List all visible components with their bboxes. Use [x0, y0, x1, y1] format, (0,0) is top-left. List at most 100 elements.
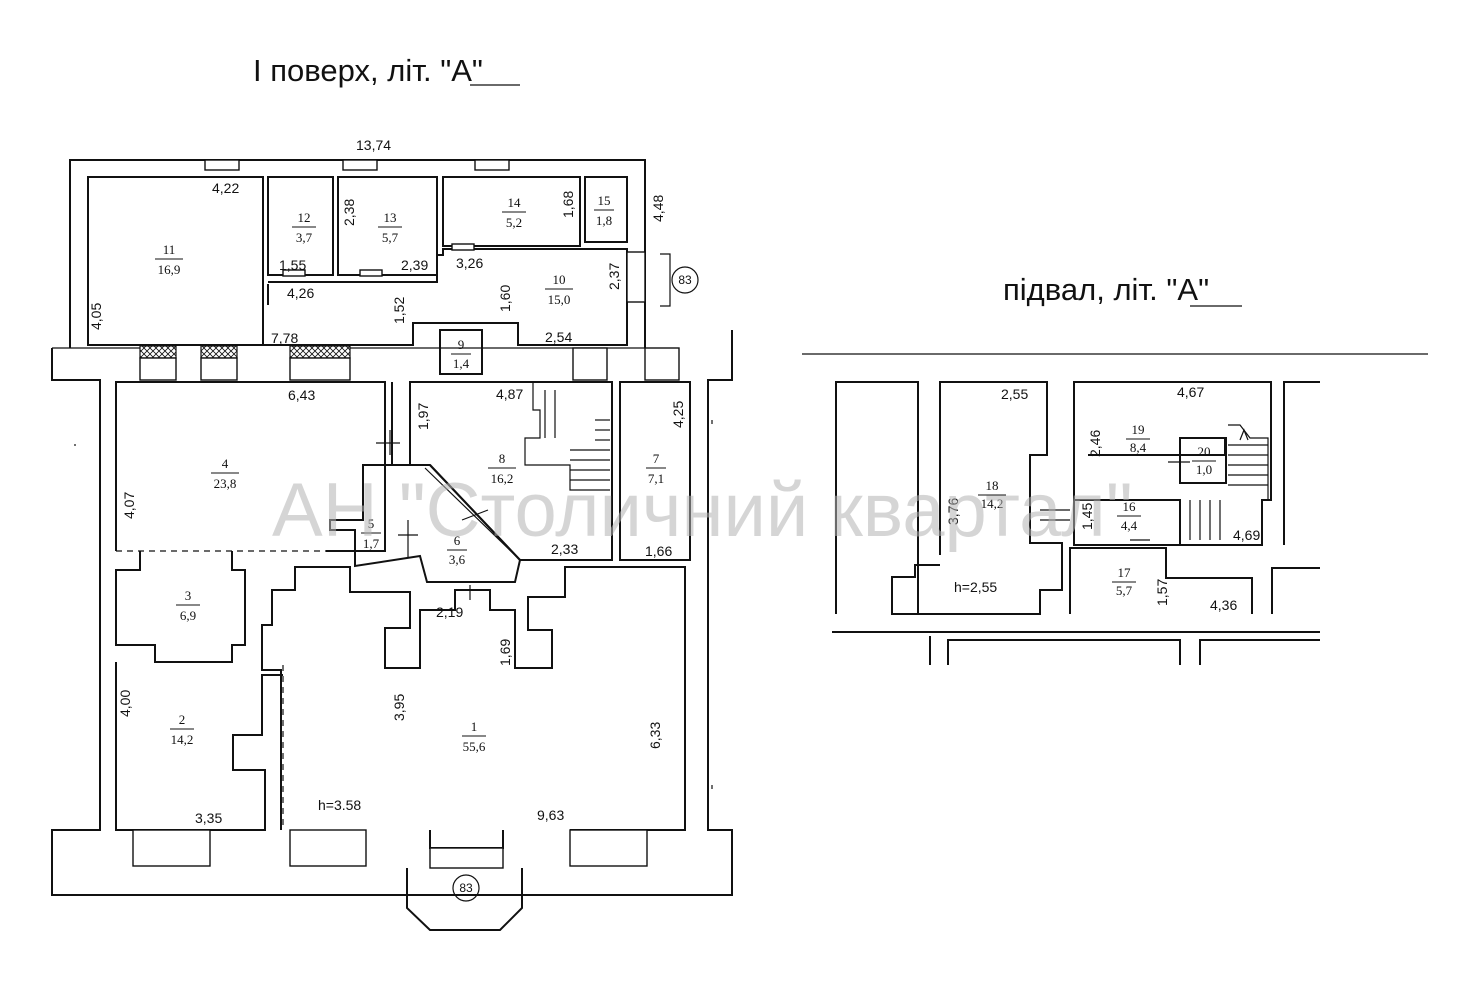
window — [644, 347, 680, 381]
side-door — [626, 251, 646, 303]
svg-text:19: 19 — [1132, 422, 1145, 437]
door — [451, 243, 475, 251]
dim-label: 1,69 — [497, 639, 513, 666]
room-label-13: 135,7 — [378, 210, 402, 245]
window — [342, 159, 378, 171]
entrance-number: 83 — [459, 881, 473, 895]
svg-text:17: 17 — [1118, 565, 1132, 580]
dim-label: 1,60 — [497, 285, 513, 312]
room-label-4: 423,8 — [211, 456, 239, 491]
porch — [406, 868, 523, 931]
room-label-2: 214,2 — [170, 712, 194, 747]
dim-label: 2,37 — [606, 263, 622, 290]
dim-label: 1,45 — [1079, 503, 1095, 530]
svg-text:11: 11 — [163, 242, 176, 257]
dim-label: 4,05 — [88, 303, 104, 330]
dim-label: 3,95 — [391, 694, 407, 721]
window — [569, 829, 648, 867]
dim-label: 1,55 — [279, 257, 306, 273]
room-label-19: 198,4 — [1126, 422, 1150, 455]
basement-outer-wall-left — [835, 381, 919, 614]
svg-text:3,6: 3,6 — [449, 552, 466, 567]
dim-label: 4,48 — [650, 195, 666, 222]
svg-text:8: 8 — [499, 451, 506, 466]
room-label-15: 151,8 — [594, 193, 614, 228]
window — [289, 357, 351, 381]
svg-text:23,8: 23,8 — [214, 476, 237, 491]
dim-label: 1,57 — [1154, 579, 1170, 606]
svg-text:55,6: 55,6 — [463, 739, 486, 754]
dim-label: 4,00 — [117, 690, 133, 717]
svg-text:1: 1 — [471, 719, 478, 734]
dim-label: 4,07 — [121, 492, 137, 519]
ceiling-height: h=3.58 — [318, 797, 361, 813]
svg-text:6: 6 — [454, 533, 461, 548]
room-label-6: 63,6 — [447, 533, 467, 567]
room-7-walls — [619, 381, 691, 561]
dim-label: 4,26 — [287, 285, 314, 301]
room-15-walls — [584, 176, 628, 243]
room-4-walls — [115, 381, 386, 552]
dim-label: 2,54 — [545, 329, 572, 345]
window — [289, 829, 367, 867]
svg-text:14,2: 14,2 — [171, 732, 194, 747]
room-17-walls — [1069, 547, 1253, 614]
basement-dimensions: 2,55 4,67 2,46 3,76 1,45 4,69 1,57 4,36 … — [945, 384, 1260, 613]
dim-label: 3,26 — [456, 255, 483, 271]
basement-front-wall — [929, 636, 1320, 665]
room-16-walls — [1073, 438, 1226, 546]
room-label-20: 201,0 — [1192, 444, 1216, 477]
entrance-recess — [429, 830, 504, 849]
window — [200, 357, 238, 381]
svg-text:7,1: 7,1 — [648, 471, 664, 486]
dim-label: 6,33 — [647, 722, 663, 749]
svg-text:4: 4 — [222, 456, 229, 471]
dim-label: 2,19 — [436, 604, 463, 620]
dim-label: 9,63 — [537, 807, 564, 823]
room-19-walls — [1073, 381, 1272, 546]
window-hatched — [200, 345, 238, 359]
basement-right-wall — [1283, 381, 1320, 545]
window-hatched — [139, 345, 177, 359]
svg-text:1,7: 1,7 — [363, 536, 380, 551]
room-3-walls — [115, 551, 246, 663]
window-hatched — [289, 345, 351, 359]
room-13-walls — [337, 176, 438, 276]
entrance-marker — [452, 874, 480, 902]
dim-label: 1,97 — [415, 403, 431, 430]
basement-ceiling-height: h=2,55 — [954, 579, 997, 595]
room-2-walls — [115, 662, 283, 831]
side-entrance-marker — [671, 266, 699, 294]
room-label-8: 816,2 — [488, 451, 516, 486]
svg-text:15: 15 — [598, 193, 611, 208]
room-label-12: 123,7 — [292, 210, 316, 245]
dim-label: 2,55 — [1001, 386, 1028, 402]
entrance-door — [429, 847, 504, 869]
svg-text:15,0: 15,0 — [548, 292, 571, 307]
dim-label: 4,36 — [1210, 597, 1237, 613]
svg-text:1,4: 1,4 — [453, 356, 470, 371]
basement-right-lower-wall — [1271, 567, 1320, 614]
side-porch — [660, 253, 671, 307]
room-1-walls — [261, 566, 686, 831]
room-label-16: 164,4 — [1117, 499, 1141, 533]
svg-text:3,7: 3,7 — [296, 230, 313, 245]
svg-text:5: 5 — [368, 516, 375, 531]
room-label-5: 51,7 — [361, 516, 381, 551]
dim-overall-width: 13,74 — [356, 137, 391, 153]
room-label-1: 155,6 — [462, 719, 486, 754]
dim-label: 4,22 — [212, 180, 239, 196]
door — [282, 269, 306, 277]
svg-text:5,2: 5,2 — [506, 215, 522, 230]
dim-label: 2,33 — [551, 541, 578, 557]
dim-label: 1,52 — [391, 297, 407, 324]
door — [359, 269, 383, 277]
svg-text:9: 9 — [458, 337, 465, 352]
svg-text:7: 7 — [653, 451, 660, 466]
dim-label: 2,38 — [341, 199, 357, 226]
dim-label: 2,46 — [1087, 430, 1103, 457]
svg-text:2: 2 — [179, 712, 186, 727]
dim-label: 3,76 — [945, 498, 961, 525]
